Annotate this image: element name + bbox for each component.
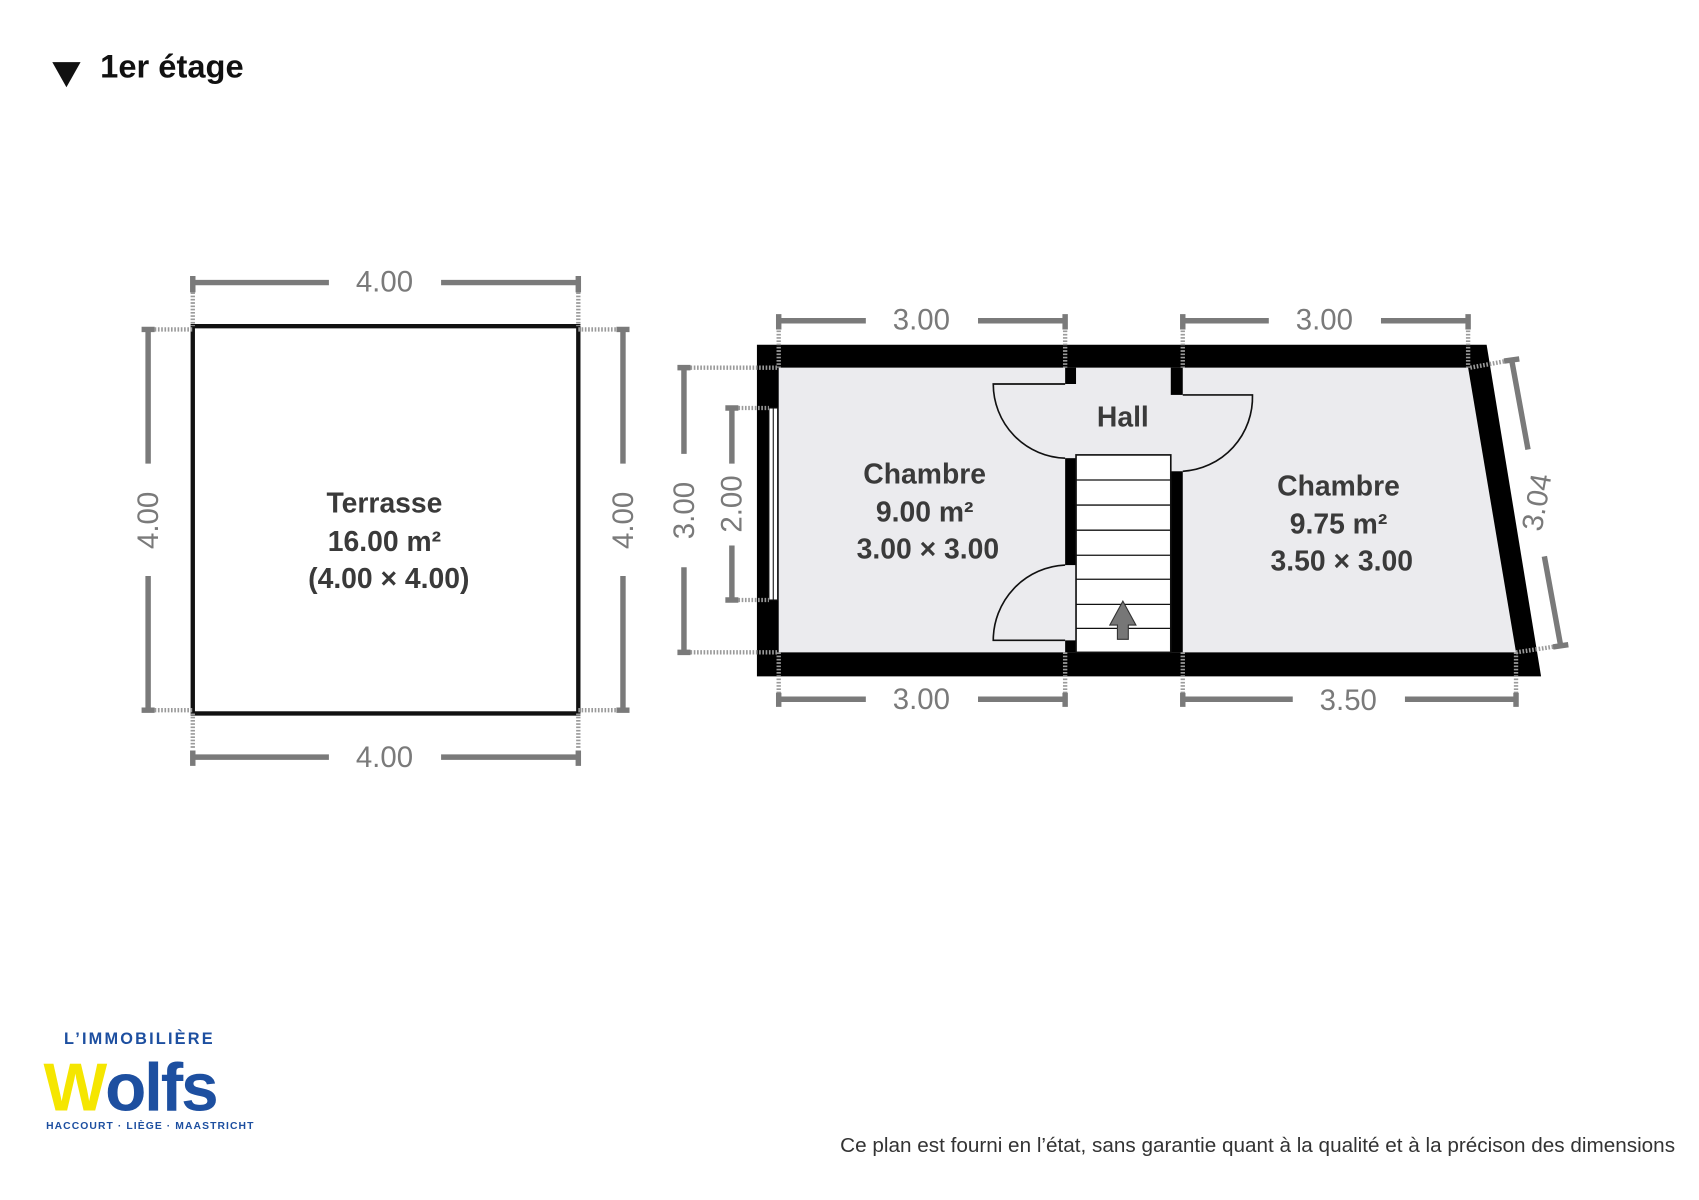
- terrace-area: 16.00 m²: [328, 526, 441, 558]
- dim-bottom-left: 3.00: [893, 683, 950, 716]
- apartment: Chambre 9.00 m² 3.00 × 3.00 Hall Chambre…: [668, 303, 1569, 717]
- wall: [1065, 640, 1077, 653]
- room-area: 9.75 m²: [1290, 508, 1388, 540]
- dim-bottom-right: 3.50: [1320, 684, 1377, 717]
- terrace: Terrasse 16.00 m² (4.00 × 4.00) 4.00 4.0…: [132, 265, 640, 774]
- dim-window: 2.00: [716, 475, 749, 532]
- company-logo: L’IMMOBILIÈRE Wolfs HACCOURT · LIÈGE · M…: [44, 1029, 254, 1132]
- terrace-dim-right: 4.00: [607, 492, 640, 549]
- staircase: [1075, 454, 1172, 654]
- dim-top-left: 3.00: [893, 303, 950, 336]
- floor-title: 1er étage: [100, 47, 243, 84]
- terrace-name: Terrasse: [326, 488, 442, 520]
- door-swing: [992, 383, 1066, 459]
- room-name: Chambre: [1277, 470, 1400, 502]
- stairs-up-arrow-icon: [1108, 599, 1137, 640]
- room-size: 3.50 × 3.00: [1271, 546, 1413, 578]
- wall: [1065, 458, 1077, 566]
- svg-text:HACCOURT · LIÈGE · MAASTRICHT: HACCOURT · LIÈGE · MAASTRICHT: [46, 1119, 254, 1132]
- terrace-dim-bottom: 4.00: [356, 741, 413, 774]
- terrace-dim-top: 4.00: [356, 265, 413, 298]
- terrace-dim-left: 4.00: [132, 492, 165, 549]
- triangle-down-icon: [52, 62, 81, 88]
- room-name: Chambre: [863, 458, 986, 490]
- wall: [1065, 367, 1077, 384]
- terrace-outline: [190, 323, 581, 716]
- terrace-size: (4.00 × 4.00): [308, 563, 469, 595]
- room-size: 3.00 × 3.00: [857, 534, 999, 566]
- wall: [1170, 471, 1183, 653]
- dim-top-right: 3.00: [1296, 303, 1353, 336]
- disclaimer: Ce plan est fourni en l’état, sans garan…: [840, 1134, 1675, 1157]
- door-swing: [1182, 394, 1254, 473]
- svg-text:Wolfs: Wolfs: [44, 1050, 217, 1125]
- svg-text:L’IMMOBILIÈRE: L’IMMOBILIÈRE: [64, 1029, 215, 1048]
- dim-left-outer: 3.00: [668, 482, 701, 539]
- room-name: Hall: [1097, 402, 1149, 434]
- wall: [1170, 367, 1183, 395]
- room-area: 9.00 m²: [876, 496, 974, 528]
- door-swing: [992, 564, 1066, 642]
- dim-right-diagonal: 3.04: [1516, 471, 1558, 533]
